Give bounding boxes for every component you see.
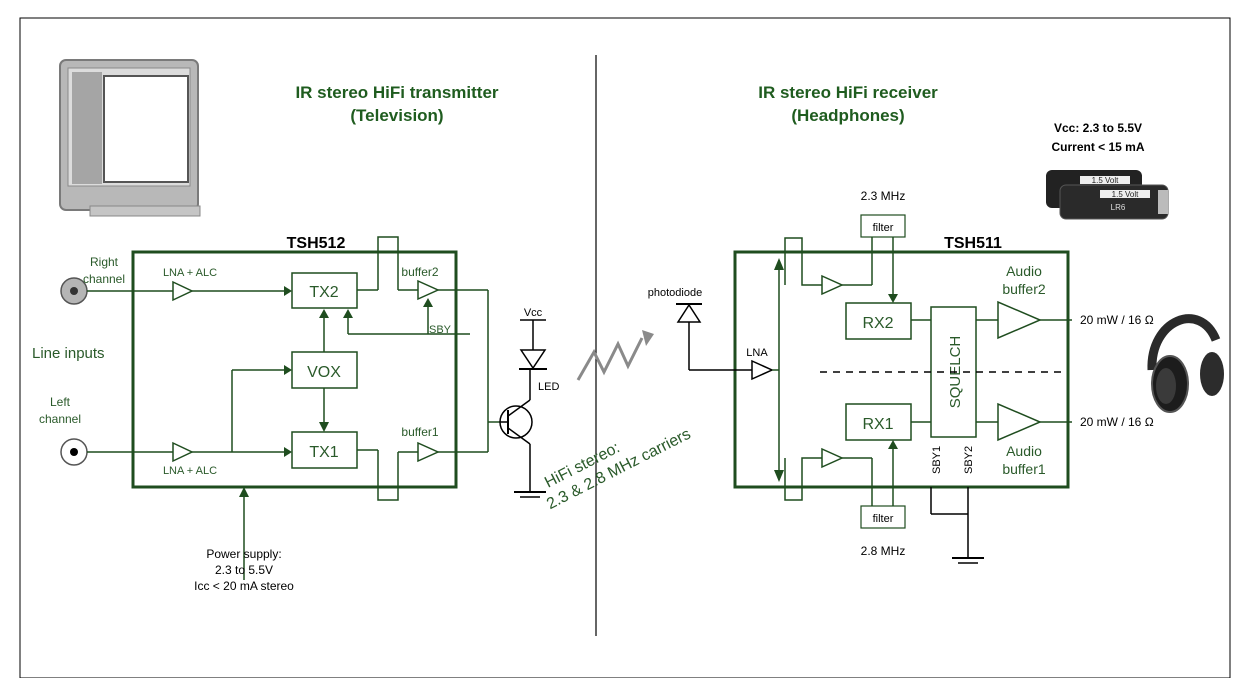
output-top-label: 20 mW / 16 Ω [1080, 313, 1154, 327]
arrowhead [774, 258, 784, 270]
buffer2-label: buffer2 [401, 265, 438, 279]
audio-buffer2-label-1: Audio [1006, 263, 1042, 279]
receiver-current: Current < 15 mA [1051, 140, 1144, 154]
led-diode [519, 349, 547, 370]
filter-top-label: filter [873, 222, 894, 234]
left-channel-label-2: channel [39, 412, 81, 426]
power-label-3: Icc < 20 mA stereo [194, 579, 294, 593]
arrowhead [774, 470, 784, 482]
vcc-label: Vcc [524, 307, 543, 319]
power-label-2: 2.3 to 5.5V [215, 563, 273, 577]
audio-buffer2-label-2: buffer2 [1002, 281, 1046, 297]
power-label-1: Power supply: [206, 547, 281, 561]
sby1-label: SBY1 [931, 446, 943, 474]
audio-buffer1-label-1: Audio [1006, 443, 1042, 459]
tx1-loop [377, 450, 399, 501]
buffer2-amp [417, 279, 440, 301]
transmitter-title: IR stereo HiFi transmitter [295, 83, 498, 102]
transistor [499, 399, 533, 445]
lna-alc-top-label: LNA + ALC [163, 267, 217, 279]
arrowhead [423, 298, 433, 307]
tsh512-chip [131, 250, 458, 489]
bottom-amp [821, 447, 844, 469]
right-channel-label-2: channel [83, 272, 125, 286]
carrier-label: HiFi stereo: 2.3 & 2.8 MHz carriers [542, 426, 693, 513]
audio-buffer2-amp [997, 300, 1042, 340]
transmitter-subtitle: (Television) [350, 106, 443, 125]
right-channel-label-1: Right [90, 255, 119, 269]
filter-bottom-block [860, 505, 906, 529]
arrowhead [239, 487, 249, 497]
arrowhead [888, 294, 898, 303]
tsh512-label: TSH512 [287, 235, 346, 252]
buffer1-amp [417, 441, 440, 463]
arrowhead [284, 365, 292, 375]
headphones-image [1147, 314, 1224, 413]
batteries-image: 1.5 Volt 1.5 Volt LR6 [1046, 170, 1169, 220]
receiver-subtitle: (Headphones) [791, 106, 904, 125]
vox-label: VOX [307, 364, 341, 381]
tx2-label: TX2 [309, 284, 338, 301]
arrowhead [343, 309, 353, 318]
lna-amp [751, 359, 774, 381]
ground-symbol [514, 491, 546, 498]
buffer1-label: buffer1 [401, 425, 438, 439]
output-bottom-label: 20 mW / 16 Ω [1080, 415, 1154, 429]
tsh511-label: TSH511 [944, 235, 1002, 252]
freq-bottom-label: 2.8 MHz [861, 544, 906, 558]
audio-buffer1-label-2: buffer1 [1002, 461, 1046, 477]
top-loop [784, 237, 822, 286]
arrowhead [284, 286, 292, 296]
bottom-loop [784, 457, 822, 501]
ir-wave-arrow [642, 330, 654, 346]
rx2-block [845, 302, 912, 340]
photodiode-label: photodiode [648, 287, 702, 299]
lna-alc-bottom-amp [172, 441, 194, 463]
line-inputs-label: Line inputs [32, 345, 105, 362]
arrowhead [319, 422, 329, 432]
battery-label-2: 1.5 Volt [1112, 190, 1139, 199]
battery-label-3: LR6 [1111, 203, 1126, 212]
arrowhead [284, 447, 292, 457]
tx1-label: TX1 [309, 444, 338, 461]
arrowhead [319, 309, 329, 318]
receiver-ground-symbol [952, 557, 984, 564]
lna-label: LNA [746, 347, 768, 359]
rx1-label: RX1 [862, 416, 893, 433]
receiver-title: IR stereo HiFi receiver [758, 83, 938, 102]
sby2-label: SBY2 [963, 446, 975, 474]
receiver-vcc: Vcc: 2.3 to 5.5V [1054, 121, 1142, 135]
television-image [59, 59, 201, 217]
filter-bottom-label: filter [873, 513, 894, 525]
ir-wave [576, 337, 644, 381]
tx2-loop [377, 236, 399, 290]
lna-alc-bottom-label: LNA + ALC [163, 465, 217, 477]
left-channel-label-1: Left [50, 395, 71, 409]
audio-buffer1-amp [997, 402, 1042, 442]
figure-frame [19, 17, 1231, 678]
rx2-label: RX2 [862, 315, 893, 332]
lna-alc-top-amp [172, 280, 194, 302]
sby-label: SBY [429, 324, 452, 336]
left-channel-jack [60, 438, 88, 466]
filter-top-block [860, 214, 906, 238]
top-amp [821, 274, 844, 296]
arrowhead [888, 440, 898, 449]
led-label: LED [538, 381, 559, 393]
photodiode [676, 303, 702, 323]
battery-label-1: 1.5 Volt [1092, 176, 1119, 185]
freq-top-label: 2.3 MHz [861, 189, 906, 203]
